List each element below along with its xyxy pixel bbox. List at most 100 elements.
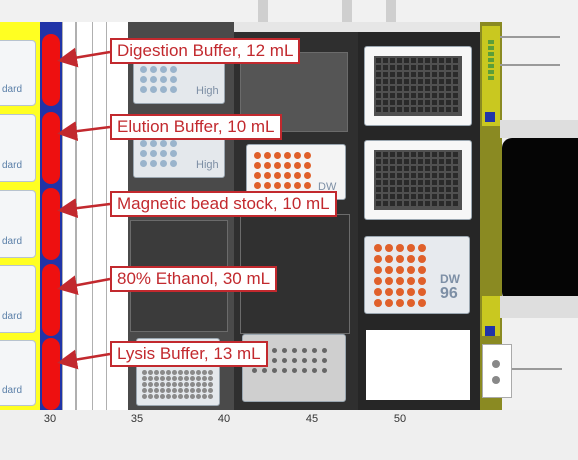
well bbox=[453, 86, 458, 91]
well bbox=[425, 93, 430, 98]
well bbox=[196, 370, 201, 375]
tube-position bbox=[492, 376, 500, 384]
plate-label-dw: DW bbox=[318, 181, 337, 193]
carrier-slot[interactable] bbox=[0, 265, 36, 333]
well bbox=[418, 93, 423, 98]
well bbox=[432, 187, 437, 192]
well bbox=[404, 173, 409, 178]
well bbox=[154, 394, 159, 399]
well bbox=[383, 173, 388, 178]
well bbox=[439, 166, 444, 171]
well bbox=[150, 160, 157, 167]
well bbox=[439, 58, 444, 63]
well bbox=[425, 159, 430, 164]
carrier-slot[interactable] bbox=[0, 190, 36, 258]
well bbox=[292, 348, 297, 353]
filter-plate-wells bbox=[252, 348, 336, 390]
well bbox=[411, 107, 416, 112]
well bbox=[418, 299, 426, 307]
well bbox=[396, 255, 404, 263]
well bbox=[294, 172, 301, 179]
well bbox=[439, 173, 444, 178]
trough-digestion-buffer[interactable] bbox=[42, 34, 60, 106]
well bbox=[432, 65, 437, 70]
arrow-elution bbox=[57, 121, 111, 142]
well bbox=[254, 182, 261, 189]
well bbox=[404, 187, 409, 192]
well bbox=[166, 370, 171, 375]
well bbox=[166, 388, 171, 393]
well bbox=[170, 140, 177, 147]
well bbox=[411, 201, 416, 206]
module-button[interactable] bbox=[485, 112, 495, 122]
well bbox=[411, 72, 416, 77]
well bbox=[446, 201, 451, 206]
well bbox=[411, 79, 416, 84]
callout-elution-buffer: Elution Buffer, 10 mL bbox=[110, 114, 282, 140]
carrier-slot[interactable] bbox=[0, 40, 36, 106]
well bbox=[272, 348, 277, 353]
well bbox=[453, 65, 458, 70]
well bbox=[432, 72, 437, 77]
empty-plate-position[interactable] bbox=[130, 284, 228, 332]
well bbox=[304, 162, 311, 169]
well bbox=[376, 180, 381, 185]
well bbox=[140, 160, 147, 167]
well bbox=[385, 255, 393, 263]
tube-holder[interactable] bbox=[482, 344, 512, 398]
well bbox=[397, 86, 402, 91]
well bbox=[446, 93, 451, 98]
well bbox=[170, 76, 177, 83]
tip-rack-wells bbox=[140, 140, 180, 170]
well bbox=[178, 388, 183, 393]
module-button[interactable] bbox=[485, 326, 495, 336]
well bbox=[411, 58, 416, 63]
empty-white-position[interactable] bbox=[366, 330, 470, 400]
plate-label-dw: DW bbox=[440, 272, 460, 286]
axis-tick: 30 bbox=[43, 413, 57, 425]
well bbox=[418, 173, 423, 178]
trough-elution-buffer[interactable] bbox=[42, 112, 60, 184]
axis-tick: 40 bbox=[217, 413, 231, 425]
well bbox=[142, 382, 147, 387]
well bbox=[282, 348, 287, 353]
well bbox=[425, 79, 430, 84]
well bbox=[376, 72, 381, 77]
well bbox=[397, 93, 402, 98]
well bbox=[150, 140, 157, 147]
well bbox=[172, 376, 177, 381]
mesh-plate-position[interactable] bbox=[240, 52, 348, 132]
trough-ethanol[interactable] bbox=[42, 264, 60, 336]
well bbox=[390, 100, 395, 105]
well bbox=[397, 107, 402, 112]
tube-position bbox=[492, 360, 500, 368]
well bbox=[178, 394, 183, 399]
well bbox=[446, 152, 451, 157]
well bbox=[376, 65, 381, 70]
well bbox=[453, 72, 458, 77]
well bbox=[397, 100, 402, 105]
well bbox=[432, 159, 437, 164]
well bbox=[425, 194, 430, 199]
well bbox=[446, 194, 451, 199]
carrier-hook bbox=[258, 0, 268, 24]
trough-lysis-buffer[interactable] bbox=[42, 338, 60, 410]
well bbox=[196, 382, 201, 387]
carrier-slot[interactable] bbox=[0, 340, 36, 406]
well bbox=[383, 201, 388, 206]
well bbox=[432, 152, 437, 157]
well bbox=[202, 370, 207, 375]
well bbox=[274, 152, 281, 159]
well bbox=[264, 182, 271, 189]
well bbox=[390, 86, 395, 91]
trough-magnetic-beads[interactable] bbox=[42, 188, 60, 260]
carrier-slot[interactable] bbox=[0, 114, 36, 182]
well bbox=[312, 348, 317, 353]
well bbox=[418, 201, 423, 206]
well bbox=[284, 182, 291, 189]
well bbox=[390, 201, 395, 206]
well bbox=[397, 187, 402, 192]
well bbox=[208, 394, 213, 399]
well bbox=[404, 86, 409, 91]
well bbox=[376, 201, 381, 206]
